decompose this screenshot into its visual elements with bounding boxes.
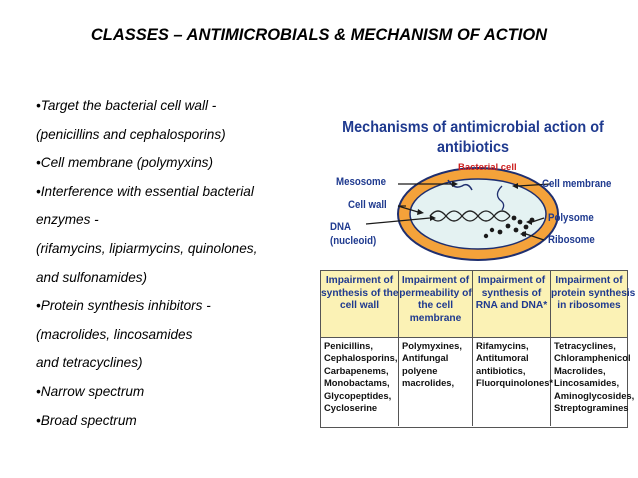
header-line: protein synthesis <box>551 287 636 299</box>
rna-dna-drugs: Rifamycins, Antitumoral antibiotics, Flu… <box>473 338 554 426</box>
mesosome-label: Mesosome <box>336 176 387 188</box>
header-line: Impairment of <box>401 275 470 286</box>
header-line: synthesis of the <box>321 287 399 299</box>
bullet-line: (rifamycins, lipiarmycins, quinolones, <box>36 240 258 256</box>
cell-wall-label: Cell wall <box>348 199 387 211</box>
bullet-line: enzymes - <box>36 212 99 228</box>
figure-title-line-2: antibiotics <box>436 139 509 156</box>
cytoplasm-shape <box>409 178 547 250</box>
drug-name: Carbapenems, <box>324 364 389 376</box>
figure-title-line-1: Mechanisms of antimicrobial action of <box>342 119 604 136</box>
header-cell-wall: Impairment of synthesis of the cell wall <box>321 271 399 337</box>
drug-name: Lincosamides, <box>554 377 620 389</box>
bacterial-cell-diagram <box>365 167 559 261</box>
bullet-line: (penicillins and cephalosporins) <box>36 126 226 142</box>
dna-strand <box>429 210 511 222</box>
drug-name: Polymyxines, <box>402 340 462 351</box>
bacterial-cell-label: Bacterial cell <box>458 162 517 173</box>
drug-name: polyene <box>402 364 438 376</box>
bullet-line: •Protein synthesis inhibitors - <box>36 298 211 314</box>
dna-strand-2 <box>429 210 511 222</box>
table-header-row: Impairment of synthesis of the cell wall… <box>321 271 636 338</box>
slide-title: CLASSES – ANTIMICROBIALS & MECHANISM OF … <box>90 26 548 44</box>
bullet-line: •Target the bacterial cell wall - <box>36 98 217 113</box>
bullet-line: •Interference with essential bacterial <box>36 183 254 199</box>
mechanism-figure: Mechanisms of antimicrobial action of an… <box>318 112 636 432</box>
mechanism-table: Impairment of synthesis of the cell wall… <box>320 270 636 428</box>
bullet-line: and tetracyclines) <box>36 355 143 371</box>
header-line: the cell <box>417 300 454 311</box>
membrane-drugs: Polymyxines, Antifungal polyene macrolid… <box>399 338 473 426</box>
header-line: permeability of <box>399 287 472 299</box>
header-line: Impairment of <box>325 275 394 286</box>
bullet-list: •Target the bacterial cell wall - (penic… <box>36 92 316 435</box>
header-line: in ribosomes <box>557 300 621 311</box>
header-cell-membrane: Impairment of permeability of the cell m… <box>399 271 473 337</box>
dna-label: DNA <box>330 221 351 233</box>
bullet-line: and sulfonamides) <box>36 269 148 285</box>
bullet-line: •Cell membrane (polymyxins) <box>36 155 213 171</box>
header-line: membrane <box>409 312 462 324</box>
drug-name: Rifamycins, <box>476 340 529 351</box>
figure-title: Mechanisms of antimicrobial action of an… <box>334 118 613 158</box>
protein-synthesis-drugs: Tetracyclines, Chloramphenicol Macrolide… <box>551 338 635 426</box>
drug-name: Fluorquinolones* <box>476 377 554 389</box>
label-arrows <box>365 183 551 241</box>
header-line: cell wall <box>339 300 380 311</box>
cell-wall-drugs: Penicillins, Cephalosporins, Carbapenems… <box>321 338 399 426</box>
drug-name: Tetracyclines, <box>554 340 616 351</box>
header-line: RNA and DNA* <box>475 300 548 311</box>
drug-name: Aminoglycosides, <box>554 389 635 401</box>
drug-name: Chloramphenicol <box>554 352 631 364</box>
header-line: Impairment of <box>555 275 623 286</box>
header-rna-dna: Impairment of synthesis of RNA and DNA* <box>473 271 551 337</box>
bullet-line: •Broad spectrum <box>36 412 137 428</box>
drug-name: Macrolides, <box>554 364 606 376</box>
bullet-line: (macrolides, lincosamides <box>36 326 193 342</box>
drug-name: Glycopeptides, <box>324 389 392 401</box>
drug-name: Penicillins, <box>324 340 373 351</box>
polysome-label: Polysome <box>548 212 594 224</box>
header-protein-synthesis: Impairment of protein synthesis in ribos… <box>551 271 636 337</box>
drug-name: Monobactams, <box>324 377 390 389</box>
drug-name: macrolides, <box>402 377 455 389</box>
drug-name: Cephalosporins, <box>324 352 398 364</box>
nucleoid-label: (nucleoid) <box>330 235 377 247</box>
drug-name: Cycloserine <box>324 402 378 414</box>
drug-name: Antifungal <box>402 352 449 364</box>
drug-name: antibiotics, <box>476 364 526 376</box>
cell-membrane-label: Cell membrane <box>542 178 612 190</box>
drug-name: Streptogramines <box>554 402 629 414</box>
arrow-heads <box>417 181 532 237</box>
ribosome-label: Ribosome <box>548 234 595 246</box>
header-line: synthesis of <box>481 287 542 299</box>
drug-name: Antitumoral <box>476 352 529 364</box>
mesosome-inner <box>496 185 505 211</box>
header-line: Impairment of <box>477 275 546 286</box>
bullet-line: •Narrow spectrum <box>36 383 145 399</box>
